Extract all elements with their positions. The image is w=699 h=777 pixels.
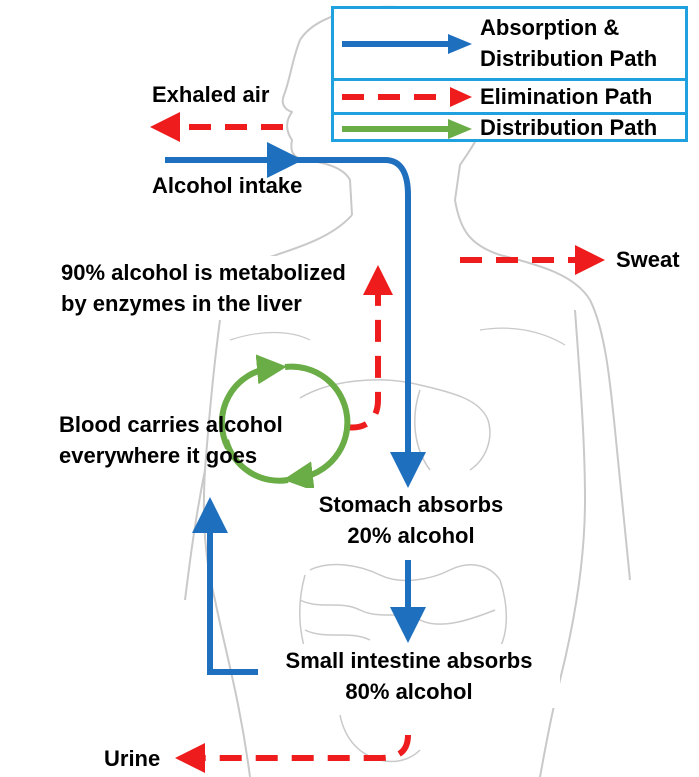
legend-elimination-label: Elimination Path bbox=[480, 84, 653, 109]
liver-metabolism-label: 90% alcohol is metabolized by enzymes in… bbox=[58, 256, 349, 320]
distribution-cycle-lower-arc bbox=[223, 439, 289, 484]
legend-item-elimination: Elimination Path bbox=[334, 78, 685, 112]
stomach-absorption-label: Stomach absorbs 20% alcohol bbox=[296, 488, 526, 552]
esophagus-path bbox=[285, 157, 426, 488]
intestine-label-line2: 80% alcohol bbox=[345, 679, 473, 704]
legend: Absorption & Distribution Path Eliminati… bbox=[331, 6, 688, 142]
liver-label-line2: by enzymes in the liver bbox=[61, 291, 302, 316]
legend-distribution-label: Distribution Path bbox=[480, 115, 658, 140]
blood-label-line2: everywhere it goes bbox=[59, 443, 258, 468]
elimination-paths bbox=[150, 112, 605, 773]
alcohol-intake-label: Alcohol intake bbox=[152, 173, 303, 198]
liver-metabolism-arrow bbox=[344, 265, 393, 431]
legend-absorption-label-line2: Distribution Path bbox=[480, 46, 658, 71]
intestine-to-blood-path bbox=[192, 497, 265, 675]
blood-circulation-label: Blood carries alcohol everywhere it goes bbox=[59, 409, 283, 471]
urine-label: Urine bbox=[104, 746, 161, 771]
liver-label-line1: 90% alcohol is metabolized bbox=[61, 260, 346, 285]
legend-item-absorption: Absorption & Distribution Path bbox=[334, 9, 685, 78]
absorption-paths bbox=[165, 142, 426, 675]
urine-arrow bbox=[175, 734, 411, 773]
distribution-cycle-right-arc bbox=[283, 363, 351, 492]
distribution-cycle-upper-arc bbox=[218, 354, 287, 450]
legend-item-distribution: Distribution Path bbox=[334, 112, 685, 142]
distribution-cycle bbox=[218, 354, 351, 492]
stomach-label-line2: 20% alcohol bbox=[347, 523, 475, 548]
legend-absorption-label-line1: Absorption & bbox=[480, 15, 620, 40]
intestine-absorption-label: Small intestine absorbs 80% alcohol bbox=[258, 644, 560, 708]
sweat-label: Sweat bbox=[616, 247, 680, 272]
solid-blue-arrow-icon bbox=[342, 34, 472, 54]
intestine-label-line1: Small intestine absorbs bbox=[285, 648, 533, 673]
solid-green-arrow-icon bbox=[342, 119, 472, 139]
blood-label-line1: Blood carries alcohol bbox=[59, 412, 283, 437]
exhaled-air-label: Exhaled air bbox=[152, 82, 270, 107]
dashed-red-arrow-icon bbox=[342, 87, 472, 107]
stomach-label-line1: Stomach absorbs bbox=[318, 492, 504, 517]
